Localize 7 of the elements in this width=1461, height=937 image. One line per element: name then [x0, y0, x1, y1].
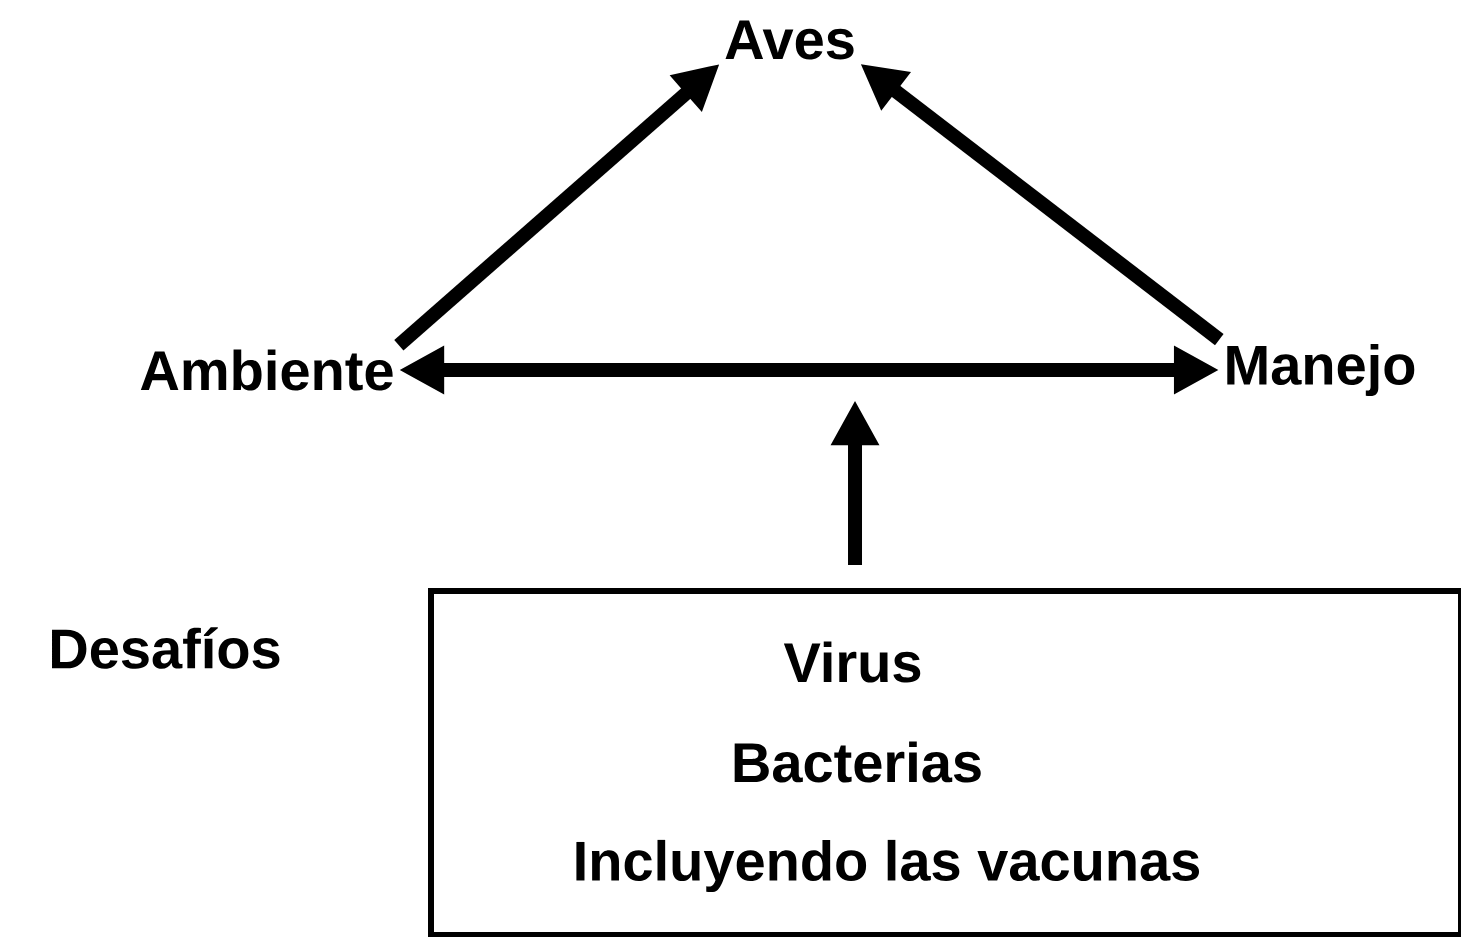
- label-text: Ambiente: [140, 349, 393, 391]
- list-item: Incluyendo las vacunas: [576, 839, 1200, 893]
- label-text: Manejo: [1227, 343, 1415, 397]
- list-item: Bacterias: [734, 741, 981, 783]
- heading: Desafíos: [52, 627, 280, 669]
- list-item: Virus: [783, 641, 921, 683]
- label-text: Aves: [725, 20, 854, 60]
